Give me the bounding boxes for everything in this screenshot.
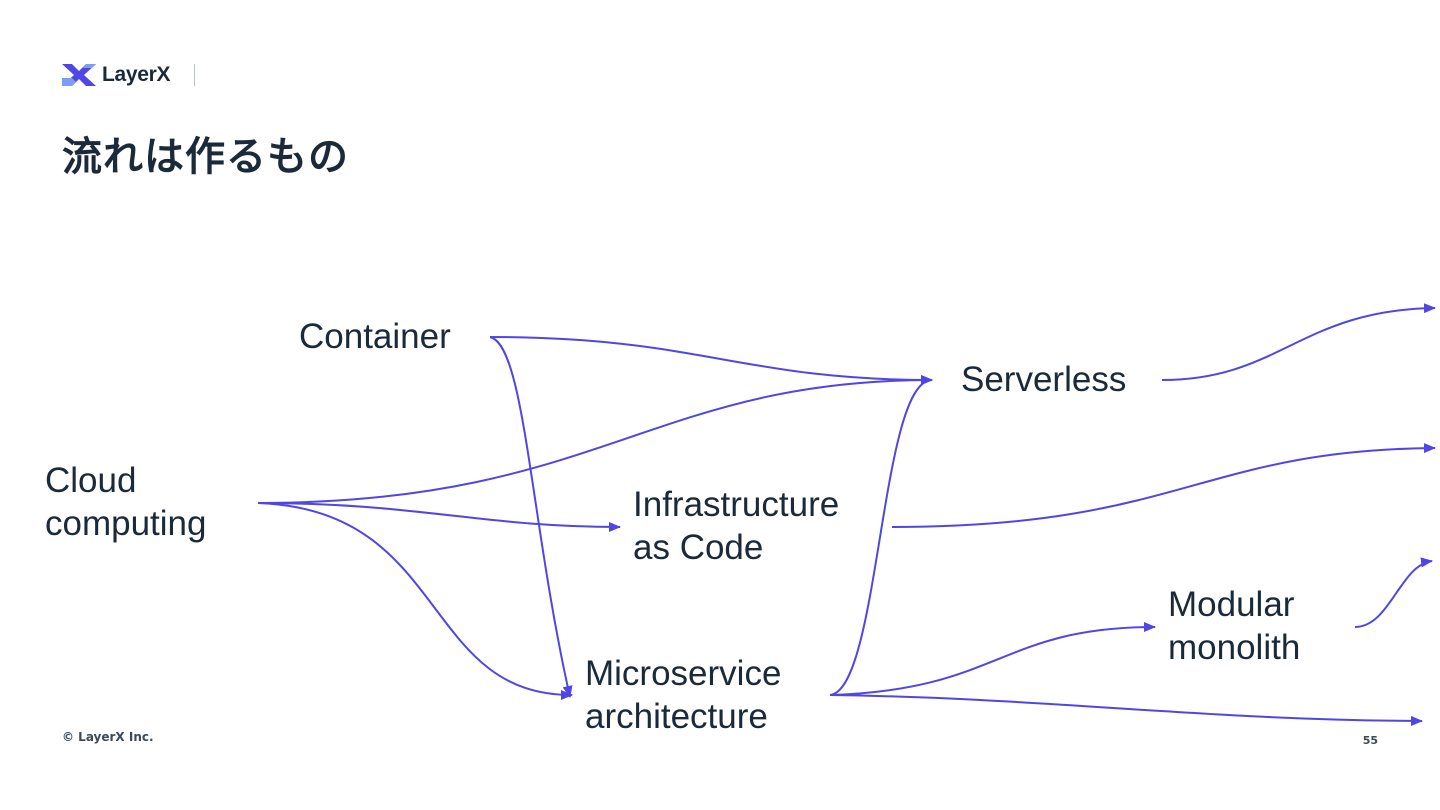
node-cloud-line1: Cloud — [45, 461, 137, 500]
arrow-cloud-iac — [257, 502, 621, 532]
node-modular-line2: monolith — [1168, 628, 1301, 667]
node-container-label: Container — [299, 317, 451, 356]
node-container: Container — [299, 315, 451, 358]
node-serverless-label: Serverless — [961, 360, 1127, 399]
arrow-microservice-modular — [829, 622, 1156, 696]
arrow-iac-future — [891, 443, 1436, 528]
node-micro-line2: architecture — [585, 697, 768, 736]
node-serverless: Serverless — [961, 358, 1126, 401]
arrow-microservice-future — [829, 694, 1423, 726]
node-micro-line1: Microservice — [585, 654, 782, 693]
arrow-cloud-microservice — [257, 502, 573, 700]
page-number: 55 — [1362, 734, 1378, 747]
node-cloud-line2: computing — [45, 504, 207, 543]
logo-divider — [194, 64, 196, 86]
arrow-cloud-serverless — [257, 375, 933, 504]
copyright: © LayerX Inc. — [62, 730, 154, 744]
layerx-logo-icon — [62, 64, 96, 86]
node-modular-line1: Modular — [1168, 585, 1295, 624]
node-cloud-computing: Cloud computing — [45, 459, 206, 545]
arrow-container-microservice — [489, 336, 573, 698]
logo-text: LayerX — [102, 63, 171, 86]
node-microservice: Microservice architecture — [585, 652, 781, 738]
node-iac-line2: as Code — [633, 528, 764, 567]
arrow-serverless-future — [1161, 303, 1436, 381]
arrow-container-serverless — [489, 336, 933, 385]
node-iac: Infrastructure as Code — [633, 483, 839, 569]
slide-title: 流れは作るもの — [62, 134, 349, 180]
slide-header: LayerX — [62, 60, 196, 90]
arrow-microservice-serverless — [829, 375, 933, 696]
arrow-modular-future — [1354, 557, 1433, 628]
node-iac-line1: Infrastructure — [633, 485, 840, 524]
node-modular-monolith: Modular monolith — [1168, 583, 1300, 669]
